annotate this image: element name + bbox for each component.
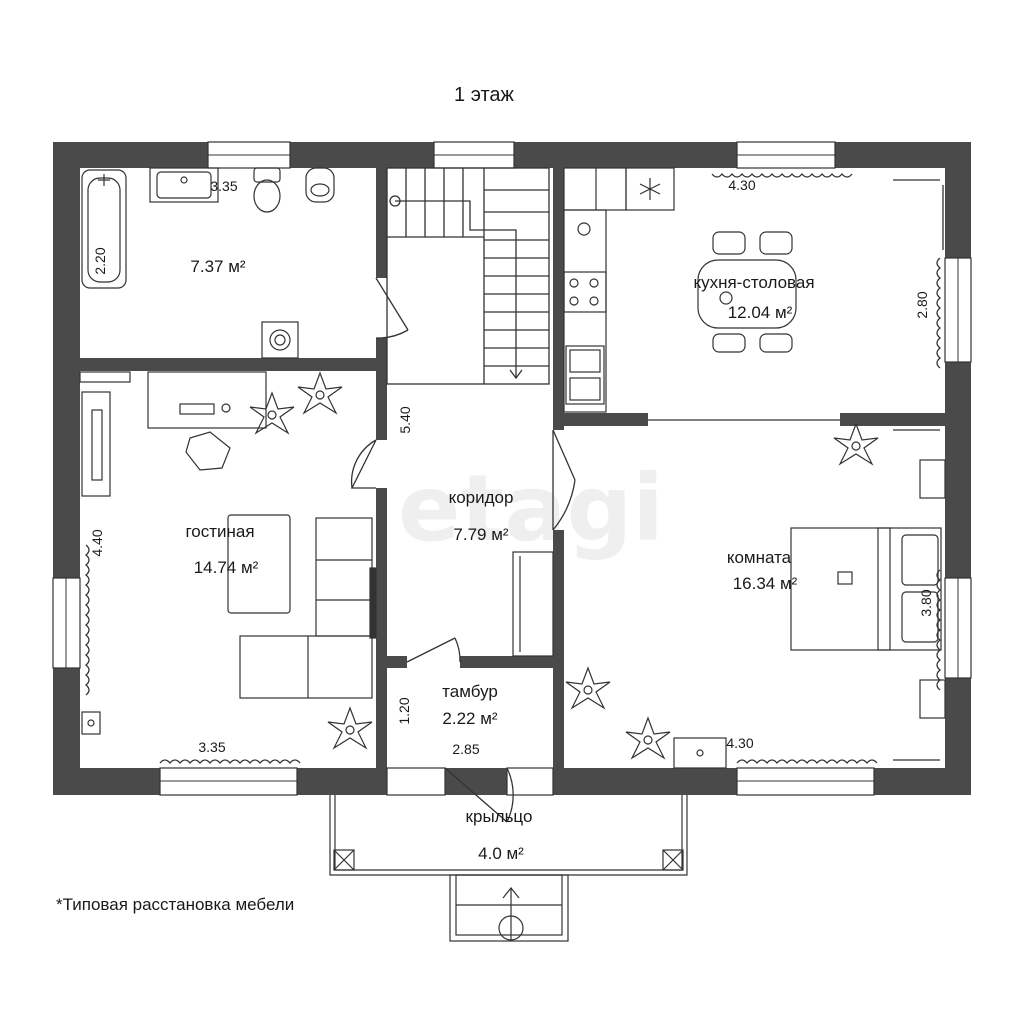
floor-title: 1 этаж [454,84,515,106]
dim-bedroom-height: 3.80 [918,589,934,616]
kitchen-fixtures [563,167,840,421]
living-fixtures [79,371,377,735]
porch-name: крыльцо [466,807,533,826]
bathroom-area: 7.37 м² [190,257,245,276]
dim-living-width: 3.35 [198,739,225,755]
living-name: гостиная [185,522,254,541]
dim-vestibule-width: 2.85 [452,741,479,757]
vestibule-name: тамбур [442,682,498,701]
bedroom-area: 16.34 м² [733,574,798,593]
dim-kitchen-width: 4.30 [728,177,755,193]
dim-corridor-height: 5.40 [397,406,413,433]
entrance-steps [449,874,569,942]
dim-bath-height: 2.20 [92,247,108,274]
footnote: *Типовая расстановка мебели [56,895,294,914]
bathroom-fixtures [81,167,335,359]
kitchen-area: 12.04 м² [728,303,793,322]
watermark: etagi [398,455,664,562]
dim-kitchen-height: 2.80 [914,291,930,318]
vestibule-area: 2.22 м² [442,709,497,728]
bedroom-name: комната [727,548,792,567]
dim-bath-width: 3.35 [210,178,237,194]
corridor-name: коридор [449,488,514,507]
corridor-area: 7.79 м² [453,525,508,544]
doors [350,277,576,823]
corridor-fixtures [512,551,554,657]
staircase [386,167,550,385]
curtains [84,172,944,765]
porch-area: 4.0 м² [478,844,524,863]
dim-living-height: 4.40 [89,529,105,556]
dim-bedroom-width: 4.30 [726,735,753,751]
living-area: 14.74 м² [194,558,259,577]
dim-vestibule-height: 1.20 [396,697,412,724]
plants [249,371,879,760]
window-glazing [65,154,959,782]
bedroom-fixtures [673,459,946,769]
kitchen-name: кухня-столовая [693,273,814,292]
